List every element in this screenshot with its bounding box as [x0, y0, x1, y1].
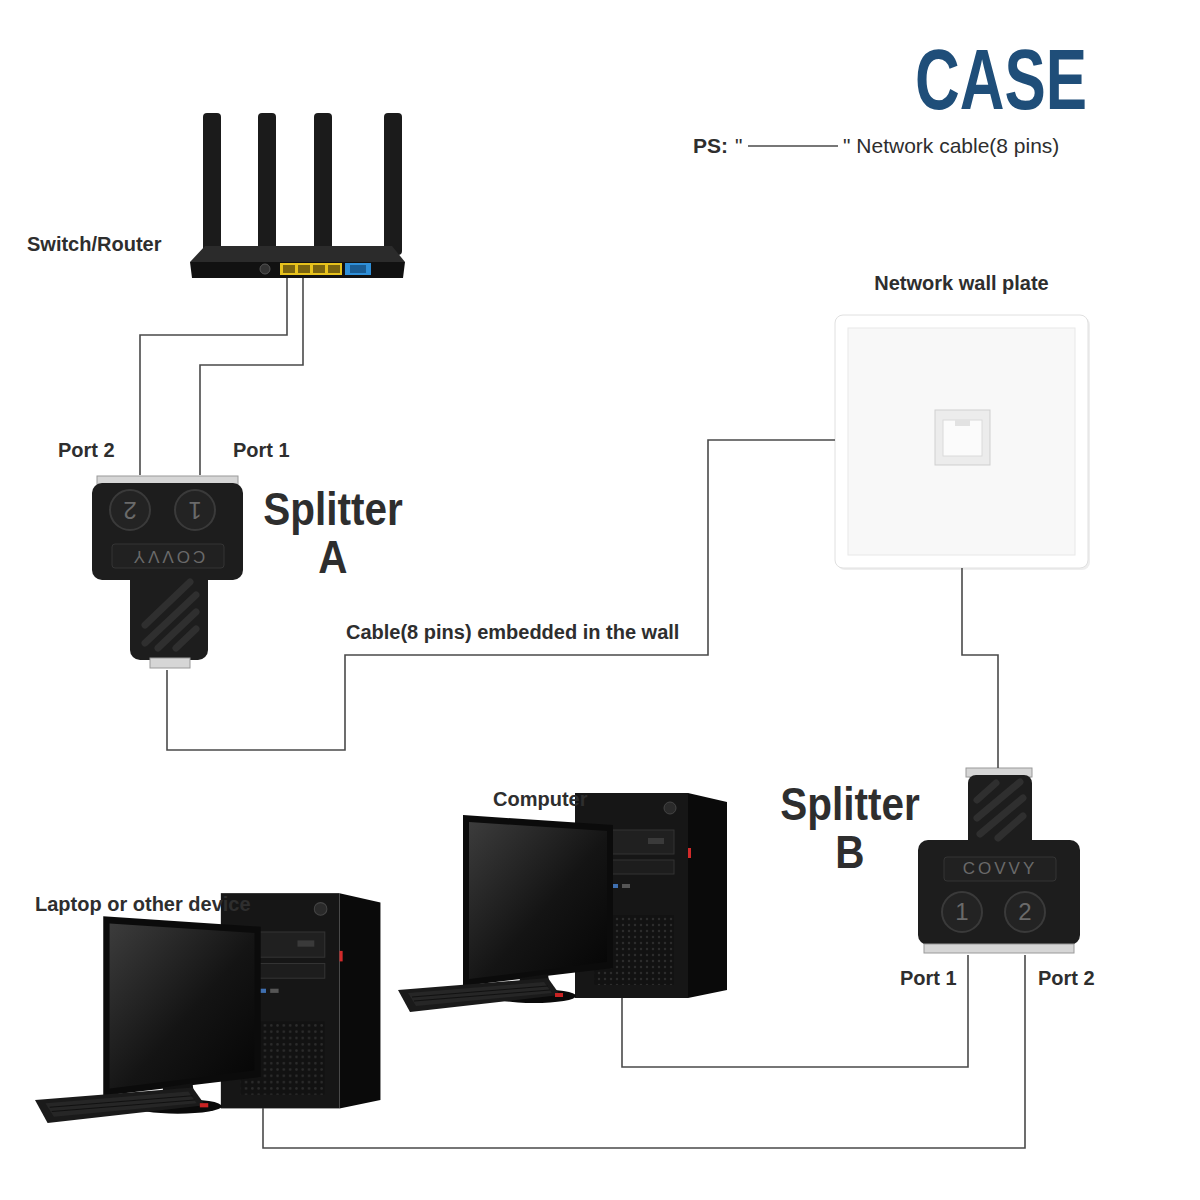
wall-plate-illustration — [955, 420, 970, 426]
wall-plate-illustration — [835, 315, 1090, 570]
legend-sample-line — [748, 145, 838, 147]
brand-mark: COVVY — [112, 544, 224, 568]
splitter-b-illustration — [918, 768, 1080, 953]
router-illustration — [345, 263, 371, 275]
port-number: 1 — [942, 898, 982, 926]
router-illustration — [314, 113, 332, 255]
splitter-a-illustration — [175, 490, 215, 530]
node-heading: Switch/Router — [27, 232, 197, 256]
splitter-title: Splitter A — [258, 485, 408, 581]
wall-plate-illustration — [835, 315, 1088, 568]
node-heading: Network wall plate — [835, 271, 1088, 295]
router-illustration — [298, 265, 310, 273]
splitter-node: Splitter A — [92, 475, 243, 670]
laptop-illustration — [35, 893, 380, 1123]
cable-label: Cable(8 pins) embedded in the wall — [346, 620, 679, 644]
router-illustration — [190, 113, 405, 278]
splitter-a-illustration — [130, 560, 208, 660]
splitter-a-illustration — [150, 658, 190, 668]
splitter-b-illustration — [977, 783, 996, 800]
wall-plate-illustration — [848, 328, 1075, 555]
node-heading: Computer — [493, 787, 633, 811]
splitter-b-illustration — [980, 798, 1023, 834]
splitter-b-illustration — [942, 892, 982, 932]
brand-mark: COVVY — [944, 857, 1056, 881]
wall-plate-node: Network wall plate — [835, 315, 1088, 568]
port-number: 1 — [175, 496, 215, 524]
router-illustration — [384, 113, 402, 255]
router-illustration — [328, 265, 340, 273]
splitter-b-illustration — [924, 944, 1074, 953]
network-cable — [263, 955, 1025, 1148]
port-label: Port 2 — [1038, 966, 1108, 990]
legend-entry: " Network cable(8 pins) — [843, 133, 1059, 159]
splitter-b-illustration — [944, 857, 1056, 881]
computer-illustration — [398, 793, 727, 1012]
computer-node: Computer — [398, 790, 728, 998]
router-illustration — [190, 246, 405, 262]
legend-sample-line — [748, 146, 838, 147]
router-illustration — [203, 113, 221, 255]
port-number: 2 — [110, 496, 150, 524]
node-heading: Laptop or other device — [35, 892, 275, 916]
laptop-illustration — [35, 893, 380, 1123]
computer-illustration — [398, 793, 727, 1012]
splitter-title: Splitter B — [775, 780, 925, 876]
note-prefix: PS: — [693, 133, 733, 159]
router-illustration — [280, 263, 342, 275]
wall-plate-illustration — [935, 410, 990, 465]
wall-plate-illustration — [837, 317, 1090, 570]
wall-plate-illustration — [943, 420, 982, 456]
device-node: Laptop or other device — [50, 890, 380, 1108]
port-label: Port 2 — [58, 438, 128, 462]
splitter-a-illustration — [92, 476, 243, 668]
port-number: 2 — [1005, 898, 1045, 926]
network-cable — [200, 278, 303, 475]
router-illustration — [258, 113, 276, 255]
router-illustration — [350, 265, 366, 273]
port-label: Port 1 — [233, 438, 303, 462]
network-cable — [167, 440, 835, 750]
splitter-a-illustration — [176, 629, 196, 648]
splitter-a-illustration — [92, 483, 243, 580]
splitter-b-illustration — [918, 840, 1080, 945]
splitter-a-illustration — [112, 544, 224, 568]
splitter-b-illustration — [998, 816, 1023, 838]
diagram-title: CASE — [915, 36, 1087, 122]
splitter-b-illustration — [1005, 892, 1045, 932]
router-node: Switch/Router — [190, 112, 405, 278]
splitter-b-illustration — [977, 782, 1020, 818]
router-illustration — [260, 264, 270, 274]
router-illustration — [190, 262, 405, 278]
port-label: Port 1 — [900, 966, 970, 990]
network-cable — [962, 568, 998, 768]
quote-mark: " — [735, 133, 747, 159]
splitter-a-illustration — [110, 490, 150, 530]
router-illustration — [313, 265, 325, 273]
router-illustration — [283, 265, 295, 273]
splitter-a-illustration — [158, 612, 196, 648]
legend-text: " Network cable(8 pins) — [843, 134, 1059, 157]
